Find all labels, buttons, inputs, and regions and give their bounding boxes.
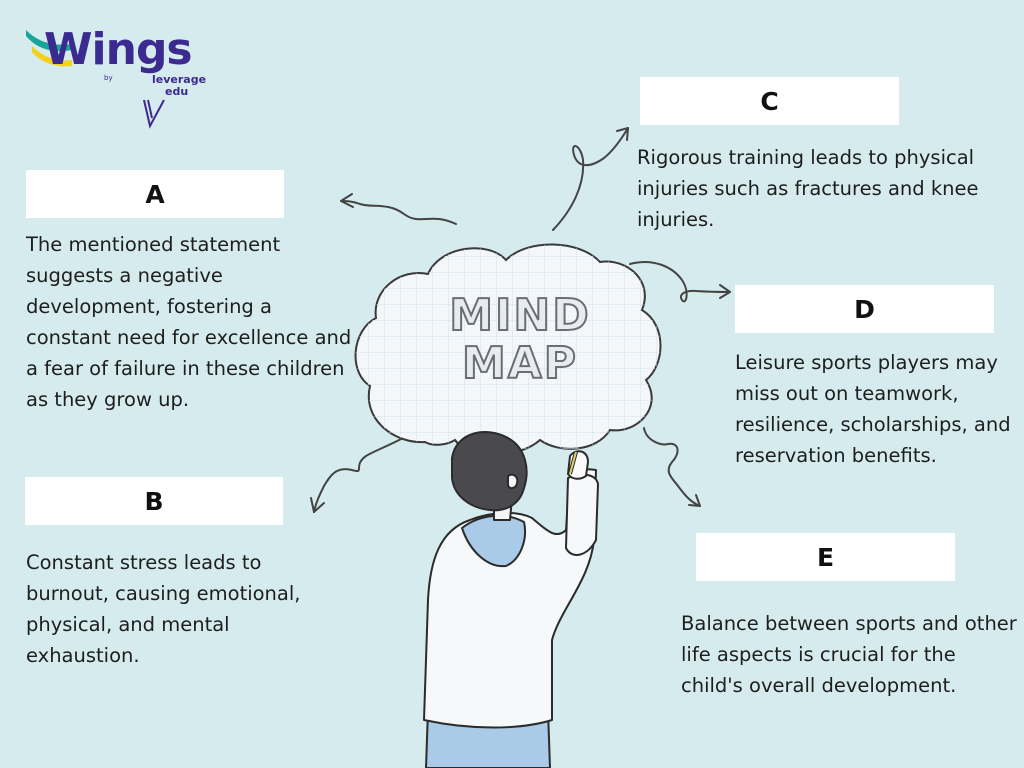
mind-map-title: MIND MAP [430, 290, 610, 389]
person-drawing [423, 431, 599, 768]
node-b-label: B [25, 477, 283, 525]
arrow-to-e [643, 427, 701, 507]
arrow-to-b [310, 437, 404, 513]
logo-partner-line2: edu [165, 85, 189, 98]
mind-map-title-line1: MIND [448, 290, 591, 341]
node-e-label: E [696, 533, 955, 581]
node-e-text: Balance between sports and other life as… [681, 612, 1017, 697]
node-a-label: A [26, 170, 284, 218]
node-d-text: Leisure sports players may miss out on t… [735, 351, 1011, 467]
arrow-to-c [552, 127, 629, 231]
node-c-label: C [640, 77, 899, 125]
logo-brand: Wings [44, 24, 193, 75]
logo-partner-line1: leverage [152, 73, 207, 86]
node-a-text: The mentioned statement suggests a negat… [26, 233, 352, 411]
leverage-edu-mark [143, 99, 165, 129]
node-c-text: Rigorous training leads to physical inju… [637, 146, 979, 231]
arrow-to-d [629, 261, 731, 303]
wings-logo-mark [26, 30, 72, 67]
node-d-label: D [735, 285, 994, 333]
mind-map-title-line2: MAP [461, 338, 579, 389]
arrow-to-a [340, 193, 457, 225]
node-b-text: Constant stress leads to burnout, causin… [26, 551, 301, 667]
logo-by: by [104, 74, 113, 82]
